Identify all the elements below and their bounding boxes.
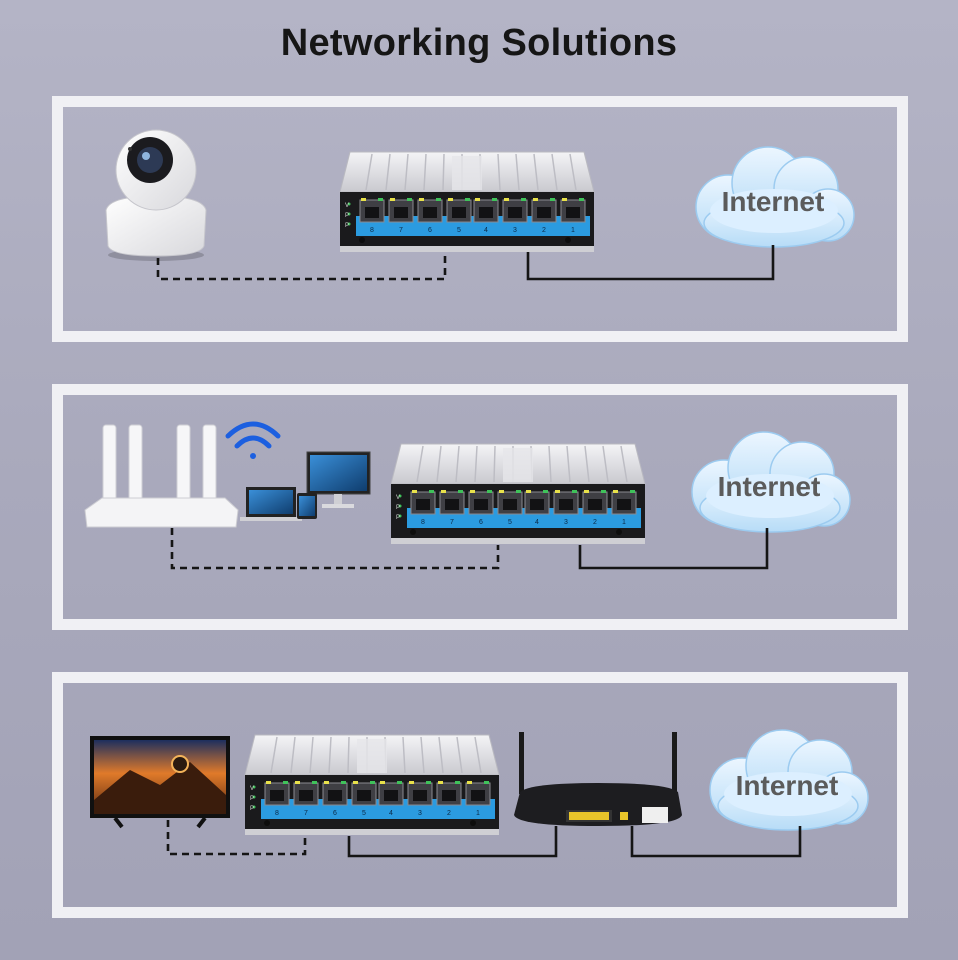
led-label: V [396,495,400,501]
port-number-label: 8 [275,810,279,817]
port-number-label: 4 [484,227,488,234]
port-number-label: 8 [421,519,425,526]
switch-to-modem-cable [347,826,558,858]
wifi-signal-icon [225,421,281,459]
port-number-label: 7 [450,519,454,526]
led-label: P [396,505,400,511]
tv-to-switch-cable [166,820,307,856]
switch-to-internet-cable-1 [526,245,775,281]
port-number-label: 1 [622,519,626,526]
optical-modem-router-icon [514,732,682,826]
led-label: V [345,203,349,209]
port-number-label: 2 [447,810,451,817]
port-number-label: 5 [457,227,461,234]
port-number-label: 3 [418,810,422,817]
port-number-label: 3 [564,519,568,526]
port-number-label: 1 [476,810,480,817]
internet-label-2: Internet [717,471,821,502]
scenario-panel-router [52,384,908,630]
led-label: V [250,786,254,792]
port-number-label: 7 [304,810,308,817]
modem-to-internet-cable [630,826,802,858]
page-title: Networking Solutions [280,22,678,64]
port-number-label: 6 [333,810,337,817]
port-number-label: 6 [428,227,432,234]
port-number-label: 5 [508,519,512,526]
switch-to-internet-cable-2 [578,528,769,570]
tv-icon [90,736,230,829]
internet-label-1: Internet [721,186,825,217]
scenario-panel-tv [52,672,908,918]
led-label: P [250,806,254,812]
internet-label-3: Internet [735,770,839,801]
led-label: P [250,796,254,802]
port-number-label: 2 [593,519,597,526]
port-number-label: 8 [370,227,374,234]
scenario-panel-camera [52,96,908,342]
port-number-label: 4 [389,810,393,817]
client-devices-icon [240,451,371,521]
port-number-label: 7 [399,227,403,234]
led-label: P [396,515,400,521]
led-label: P [345,223,349,229]
port-number-label: 4 [535,519,539,526]
port-number-label: 6 [479,519,483,526]
wifi-router-icon [84,424,239,528]
ip-camera-icon [105,129,207,261]
port-number-label: 5 [362,810,366,817]
router-to-switch-cable [170,528,500,570]
led-label: P [345,213,349,219]
port-number-label: 2 [542,227,546,234]
port-number-label: 1 [571,227,575,234]
port-number-label: 3 [513,227,517,234]
